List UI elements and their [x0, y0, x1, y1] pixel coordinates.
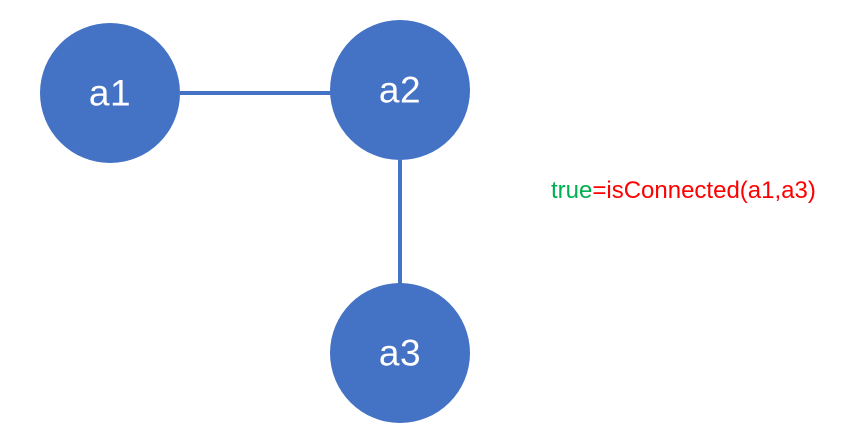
annotation-expression: =isConnected(a1,a3): [592, 177, 816, 204]
edge-group: [180, 91, 402, 285]
node-a3-circle[interactable]: [330, 283, 470, 423]
node-a1-circle[interactable]: [40, 23, 180, 163]
node-a1-label: a1: [89, 73, 131, 114]
annotation-text: true=isConnected(a1,a3): [551, 176, 816, 206]
node-a1[interactable]: a1: [40, 23, 180, 163]
node-a3-label: a3: [379, 333, 421, 374]
node-a3[interactable]: a3: [330, 283, 470, 423]
node-a2[interactable]: a2: [330, 20, 470, 160]
node-a2-label: a2: [379, 70, 421, 111]
node-a2-circle[interactable]: [330, 20, 470, 160]
annotation-result: true: [551, 177, 593, 204]
